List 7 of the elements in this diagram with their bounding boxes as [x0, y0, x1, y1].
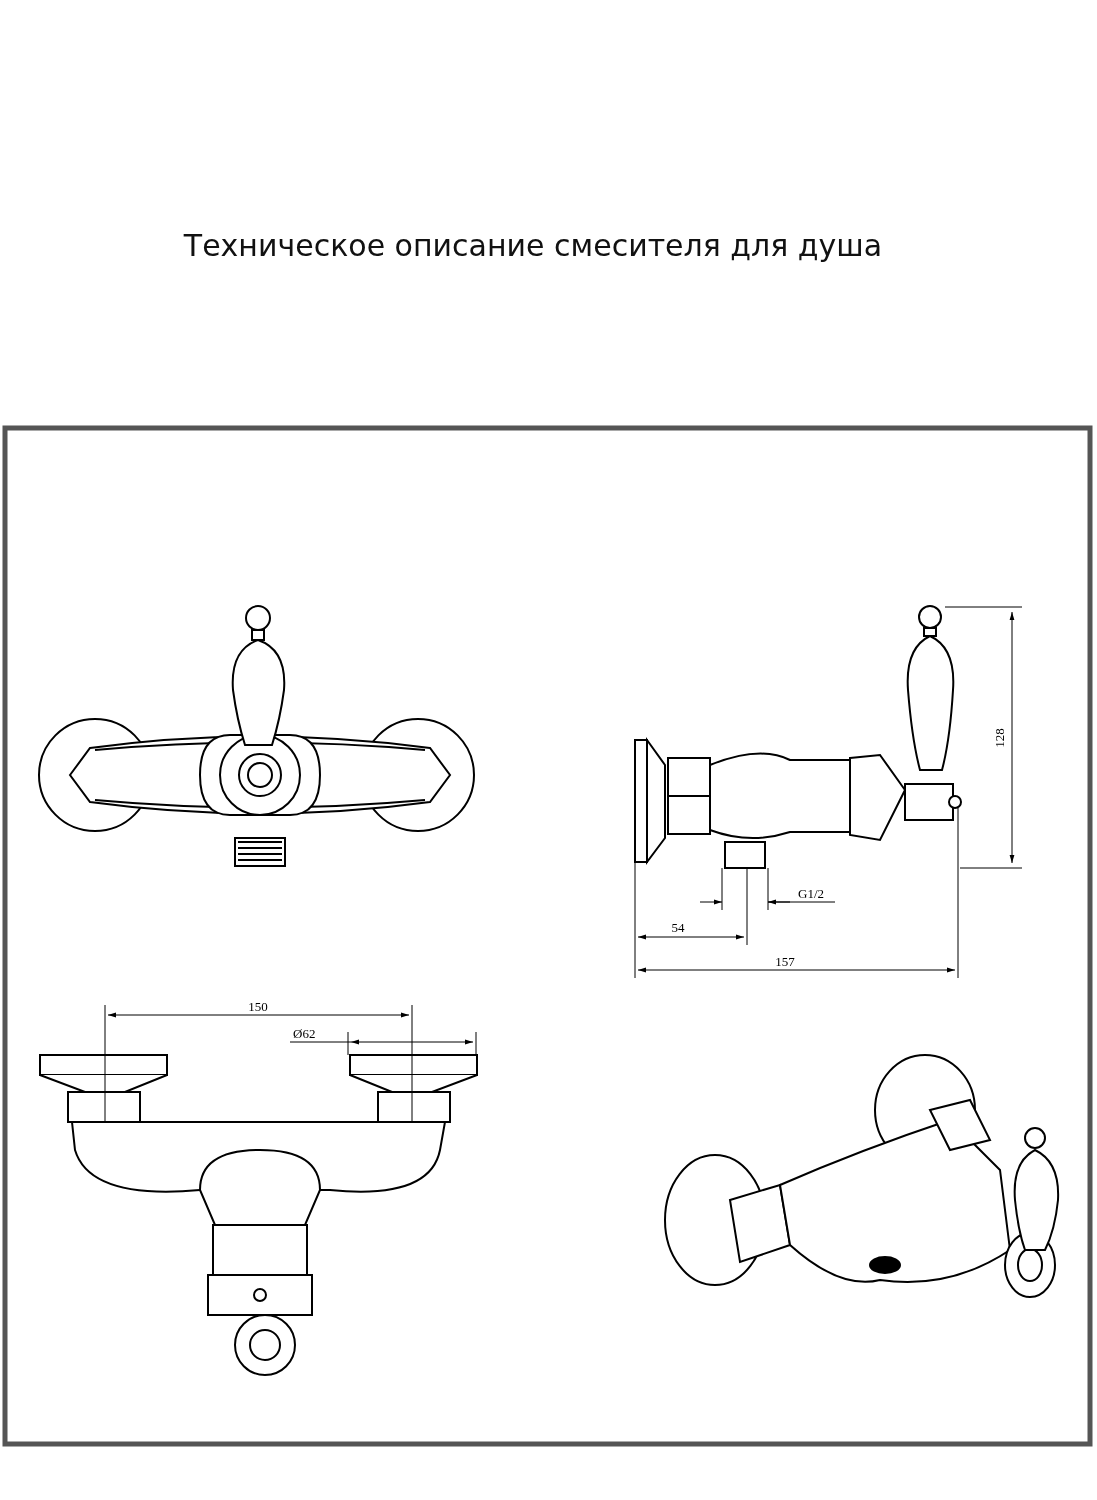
dimension-label: 54	[671, 920, 685, 935]
dimension-label: 157	[775, 954, 795, 969]
dimension-label: G1/2	[798, 886, 824, 901]
dimension-label: 150	[248, 999, 268, 1014]
document-title: Техническое описание смесителя для душа	[182, 228, 884, 263]
dimension-label: 128	[992, 728, 1007, 748]
dimension-label: Ø62	[293, 1026, 316, 1041]
